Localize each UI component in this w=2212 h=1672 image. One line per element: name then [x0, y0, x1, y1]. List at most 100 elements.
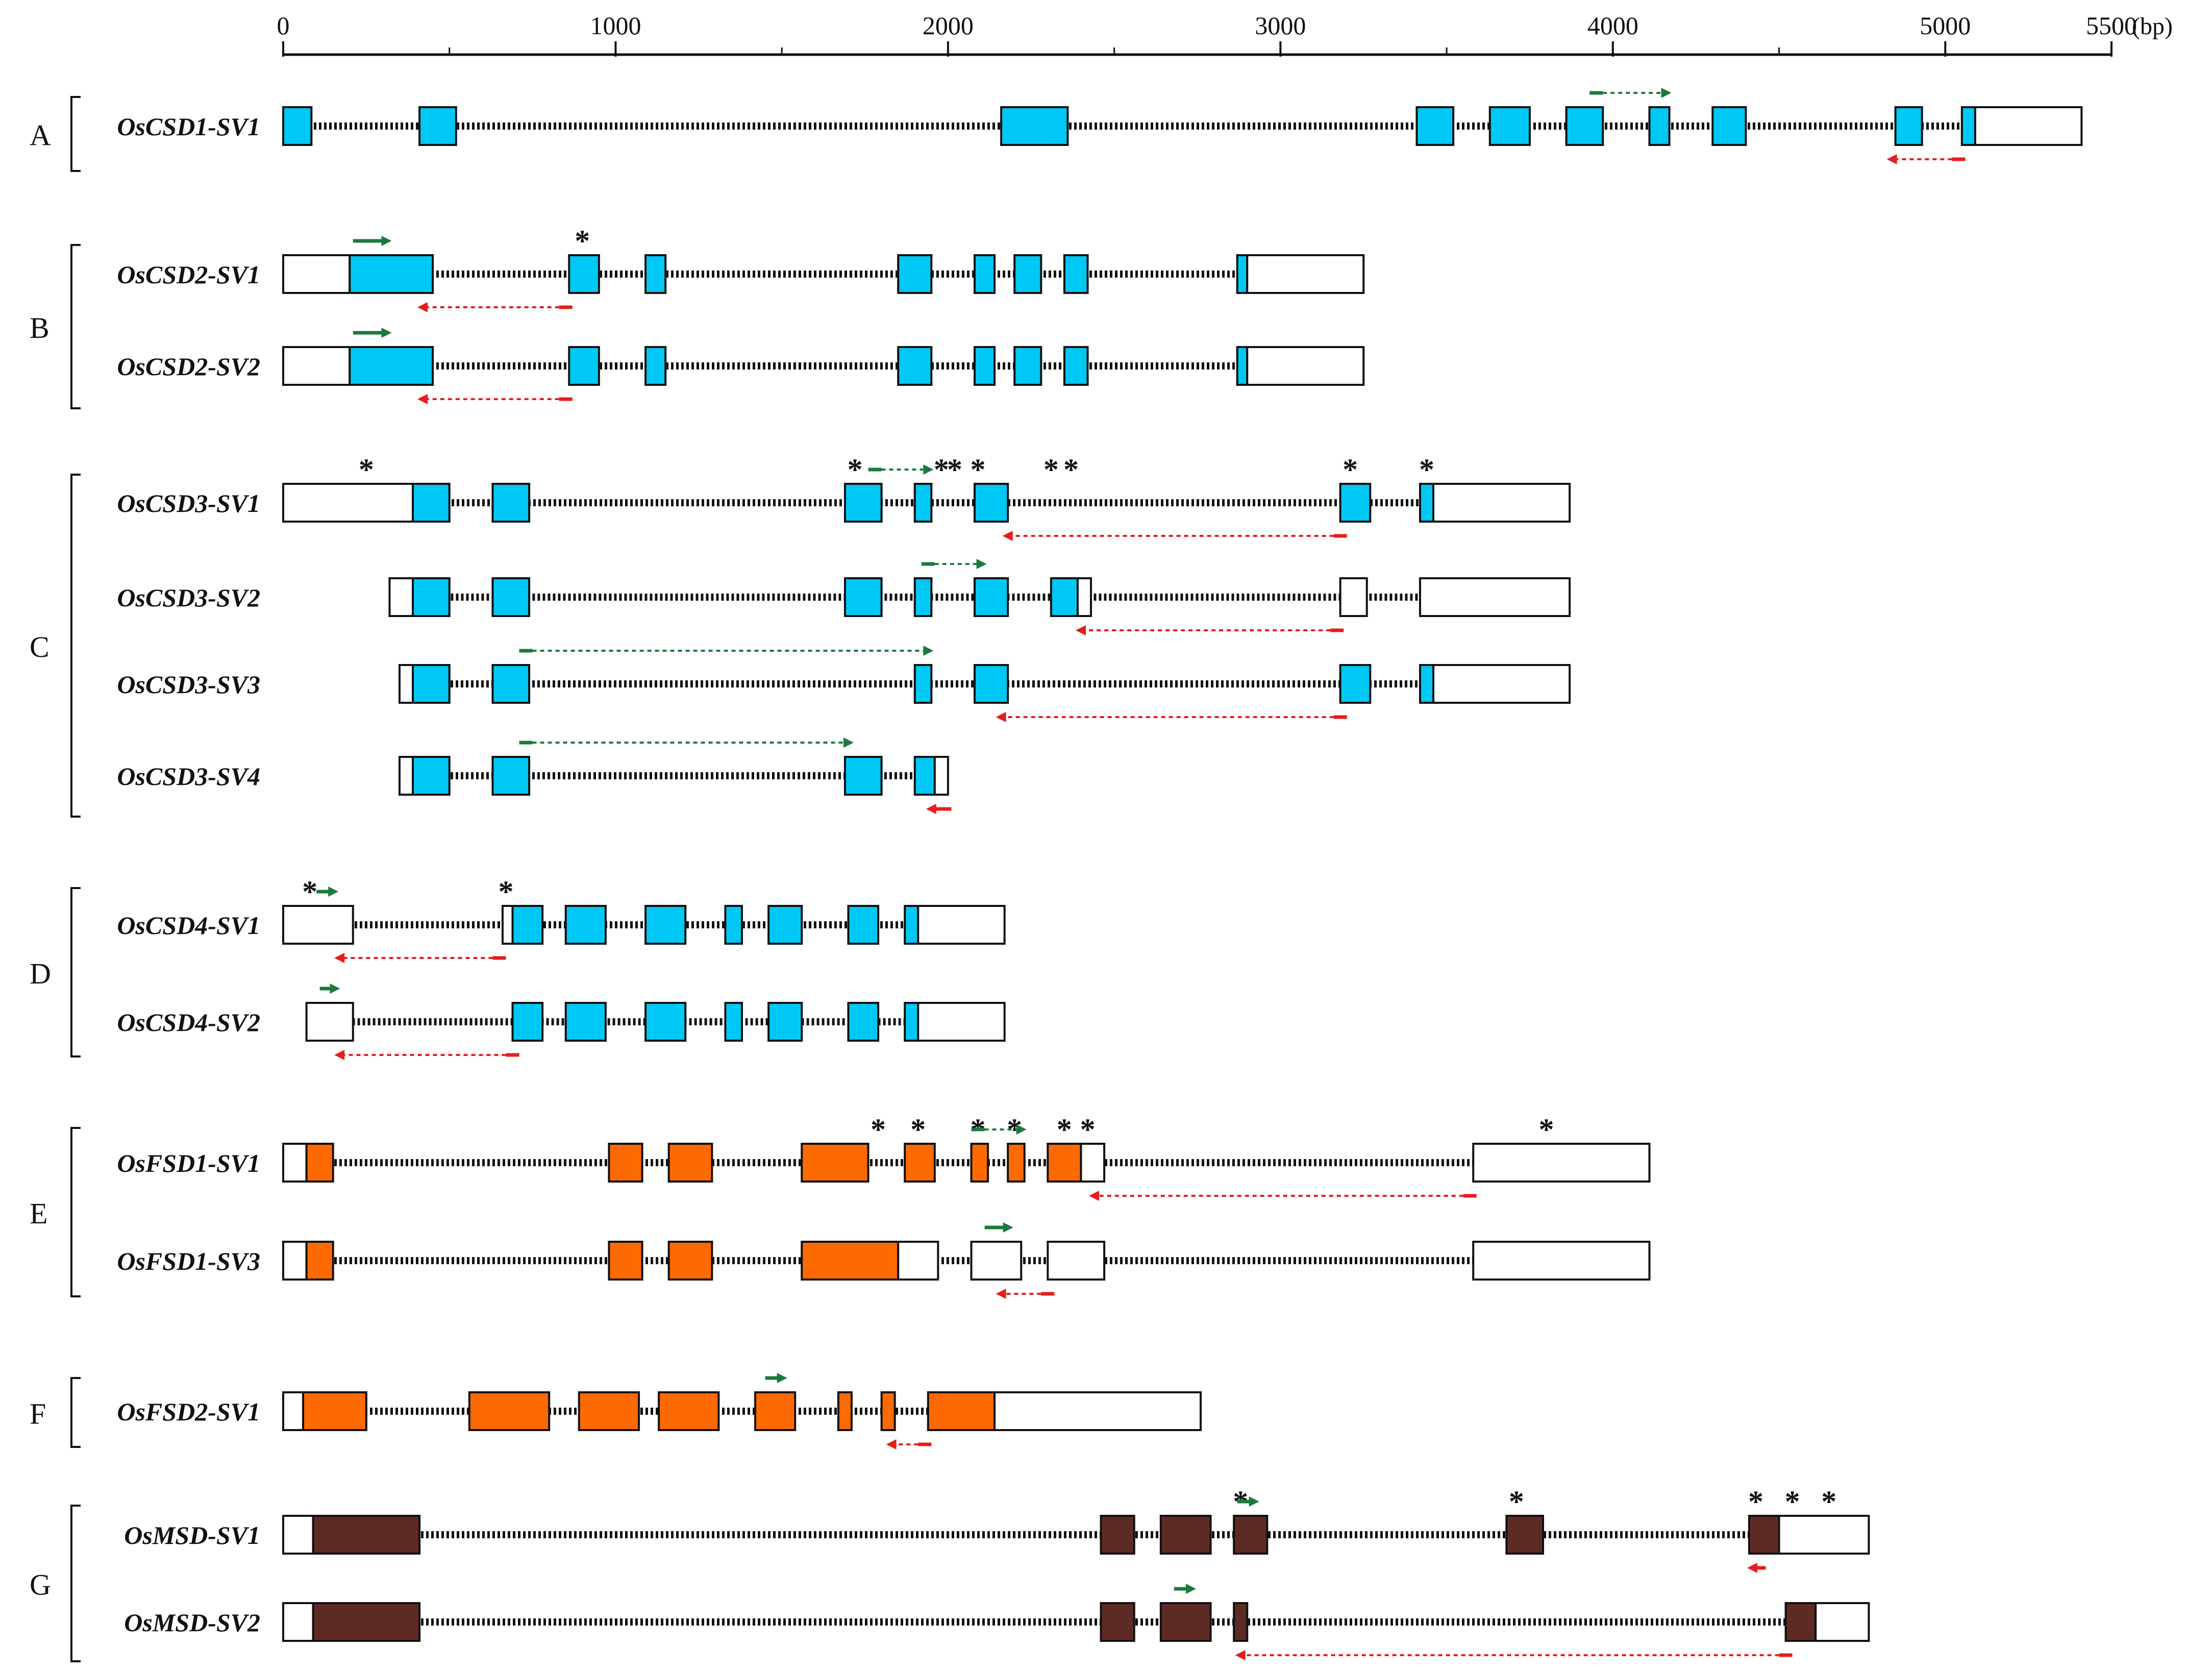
group-bracket	[70, 474, 81, 818]
exon-block	[568, 346, 600, 386]
reverse-primer-arrowhead	[1075, 625, 1086, 635]
asterisk-marker: *	[1419, 453, 1434, 486]
utr-block	[282, 905, 354, 945]
exon-block	[801, 1241, 900, 1281]
exon-block	[1063, 254, 1089, 294]
asterisk-marker: *	[1821, 1485, 1836, 1518]
exon-block	[904, 1002, 919, 1042]
transcript-osfsd1-sv1: OsFSD1-SV1*******	[117, 1113, 1651, 1201]
exon-block	[349, 346, 434, 386]
transcript-name: OsCSD1-SV1	[117, 112, 260, 141]
transcript-name: OsFSD1-SV1	[117, 1149, 260, 1177]
asterisk-marker: *	[302, 875, 317, 908]
utr-block	[1472, 1241, 1651, 1281]
transcript-name: OsMSD-SV2	[124, 1608, 260, 1637]
exon-block	[667, 1143, 713, 1183]
exon-block	[913, 483, 933, 523]
exon-block	[312, 1602, 421, 1642]
exon-block	[1565, 106, 1604, 146]
exon-block	[754, 1391, 797, 1431]
exon-block	[904, 1143, 936, 1183]
forward-primer-arrowhead	[923, 646, 934, 656]
utr-block	[1076, 577, 1092, 617]
exon-block	[412, 483, 451, 523]
utr-block	[1974, 106, 2083, 146]
exon-block	[1415, 106, 1455, 146]
asterisk-marker: *	[947, 453, 962, 486]
transcript-name: OsCSD3-SV2	[117, 583, 260, 612]
axis-tick-label: 5500	[2086, 11, 2137, 40]
asterisk-marker: *	[1509, 1485, 1524, 1518]
exon-block	[608, 1241, 643, 1281]
exon-block	[801, 1143, 869, 1183]
utr-block	[501, 905, 514, 945]
exon-block	[578, 1391, 640, 1431]
asterisk-marker: *	[848, 453, 863, 486]
exon-block	[1013, 254, 1042, 294]
forward-primer-arrowhead	[1016, 1124, 1027, 1135]
reverse-primer-arrowhead	[886, 1439, 897, 1449]
exon-block	[1159, 1515, 1212, 1555]
utr-block	[1432, 483, 1571, 523]
utr-block	[897, 1241, 939, 1281]
exon-block	[1488, 106, 1531, 146]
group-bracket	[70, 1377, 81, 1448]
utr-block	[305, 1002, 354, 1042]
transcript-oscsd4-sv2: OsCSD4-SV2	[117, 983, 1006, 1060]
group-bracket	[70, 244, 81, 409]
asterisk-marker: *	[934, 453, 949, 486]
group-bracket	[70, 1505, 81, 1662]
utr-block	[282, 483, 414, 523]
exon-block	[511, 905, 544, 945]
reverse-primer-arrowhead	[334, 1050, 345, 1060]
transcript-name: OsCSD3-SV4	[117, 762, 260, 791]
reverse-primer-arrowhead	[417, 302, 428, 312]
asterisk-marker: *	[1748, 1485, 1763, 1518]
transcript-name: OsCSD4-SV2	[117, 1008, 260, 1037]
reverse-primer-arrowhead	[1886, 154, 1897, 164]
utr-block	[1815, 1602, 1870, 1642]
forward-primer-arrowhead	[330, 983, 340, 994]
axis-tick-label: 4000	[1587, 11, 1638, 40]
exon-block	[1236, 346, 1249, 386]
group-bracket	[70, 1127, 81, 1297]
forward-primer-arrowhead	[1185, 1584, 1196, 1594]
transcript-oscsd4-sv1: OsCSD4-SV1**	[117, 875, 1006, 963]
exon-block	[974, 577, 1009, 617]
utr-block	[917, 905, 1006, 945]
group-letter: C	[30, 630, 49, 663]
forward-primer-arrowhead	[976, 559, 987, 569]
exon-block	[491, 756, 531, 796]
exon-block	[974, 664, 1009, 704]
utr-block	[282, 1143, 308, 1183]
exon-block	[282, 106, 313, 146]
forward-primer-arrowhead	[777, 1373, 787, 1383]
asterisk-marker: *	[575, 224, 590, 258]
transcript-oscsd3-sv3: OsCSD3-SV3	[117, 646, 1571, 722]
utr-block	[970, 1241, 1023, 1281]
asterisk-marker: *	[1343, 453, 1358, 486]
transcript-name: OsFSD2-SV1	[117, 1397, 260, 1426]
axis-unit-label: (bp)	[2132, 13, 2173, 40]
exon-block	[1007, 1143, 1026, 1183]
exon-block	[767, 1002, 803, 1042]
exon-block	[1233, 1602, 1249, 1642]
group-bracket	[70, 96, 81, 172]
exon-block	[1100, 1602, 1135, 1642]
utr-block	[282, 1602, 314, 1642]
utr-block	[1432, 664, 1571, 704]
exon-block	[913, 577, 933, 617]
exon-block	[974, 483, 1009, 523]
exon-block	[658, 1391, 720, 1431]
exon-block	[1100, 1515, 1135, 1555]
utr-block	[388, 577, 414, 617]
forward-primer-arrowhead	[923, 464, 934, 475]
transcript-oscsd3-sv4: OsCSD3-SV4	[117, 737, 952, 814]
exon-block	[667, 1241, 713, 1281]
asterisk-marker: *	[1063, 453, 1079, 486]
transcript-osfsd2-sv1: OsFSD2-SV1	[117, 1373, 1202, 1449]
